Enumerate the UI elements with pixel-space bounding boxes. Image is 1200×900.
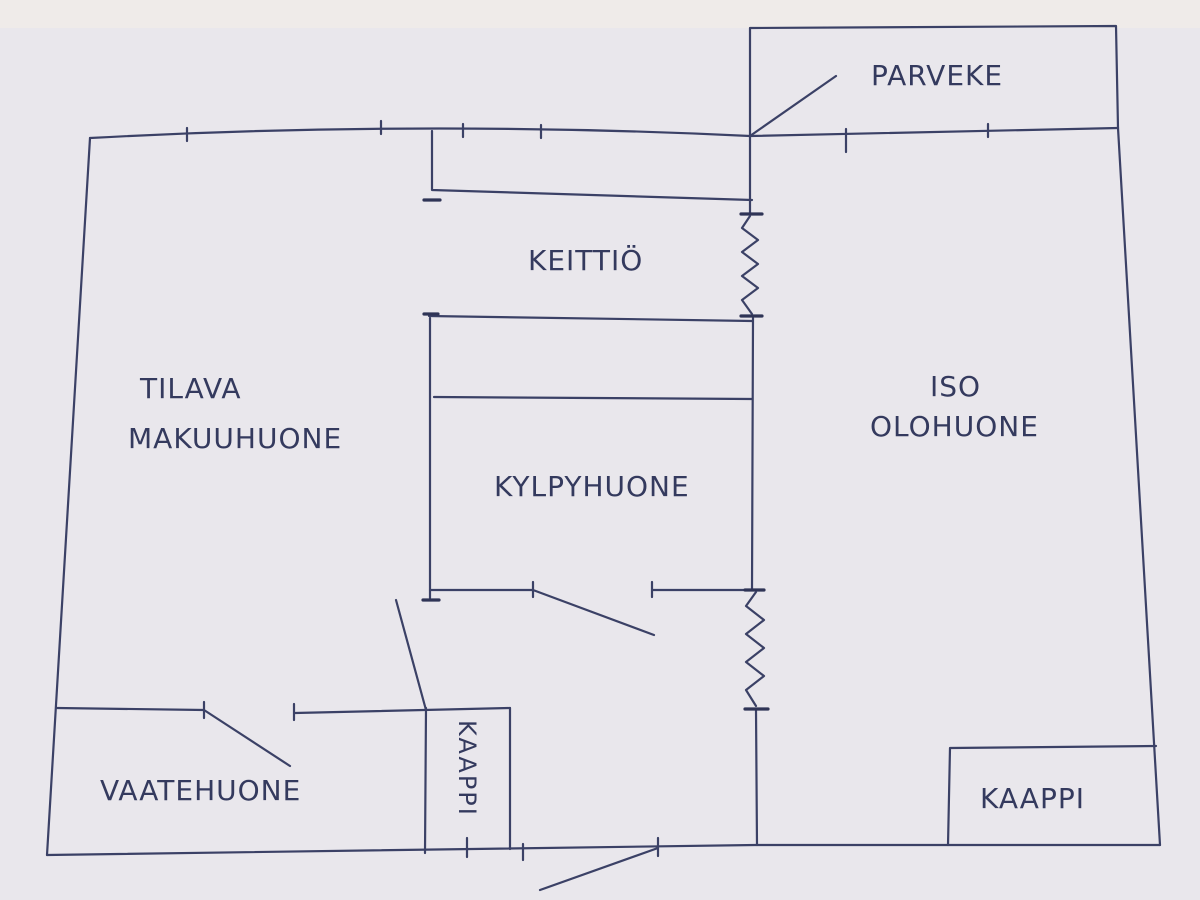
- bedroom-door-swing: [394, 598, 428, 712]
- kitchen-cabinet-upper: [430, 129, 754, 202]
- balcony-door-swing: [748, 74, 838, 138]
- bedroom-label-line1: TILAVA: [139, 372, 241, 405]
- outer-wall-right: [1116, 126, 1162, 847]
- kitchen-label: KEITTIÖ: [528, 243, 643, 277]
- hall-accordion-partition: [743, 588, 770, 711]
- bedroom-label-line2: MAKUUHUONE: [128, 422, 342, 455]
- closet-door-swing: [202, 700, 292, 768]
- bathroom-bottom-wall-right: [650, 580, 754, 599]
- bathroom-label: KYLPYHUONE: [494, 470, 690, 503]
- right-cabinet-outline: [946, 744, 1158, 847]
- balcony-outline: [748, 24, 1120, 138]
- outer-wall-bottom: [45, 843, 1162, 857]
- bathroom-upper-shelf: [432, 395, 754, 401]
- closet-top-wall-left: [55, 706, 206, 712]
- kitchen-bottom-wall: [427, 314, 754, 323]
- outer-wall-left: [45, 136, 92, 857]
- small-cabinet-outline: [423, 706, 512, 855]
- living-room-label-line1: ISO: [930, 370, 981, 403]
- closet-top-wall-right: [292, 702, 512, 722]
- entrance-door: [521, 836, 660, 892]
- paper-top-edge: [0, 0, 1200, 28]
- bathroom-door-swing: [531, 580, 656, 637]
- walk-in-closet-label: VAATEHUONE: [100, 774, 301, 807]
- small-cabinet-label: KAAPPI: [453, 720, 481, 817]
- kitchen-accordion-partition: [739, 212, 764, 318]
- window-ticks-top: [185, 119, 990, 154]
- living-room-label-line2: OLOHUONE: [870, 410, 1039, 443]
- right-cabinet-label: KAAPPI: [980, 782, 1085, 815]
- balcony-label: PARVEKE: [871, 59, 1003, 92]
- central-wall: [748, 134, 759, 847]
